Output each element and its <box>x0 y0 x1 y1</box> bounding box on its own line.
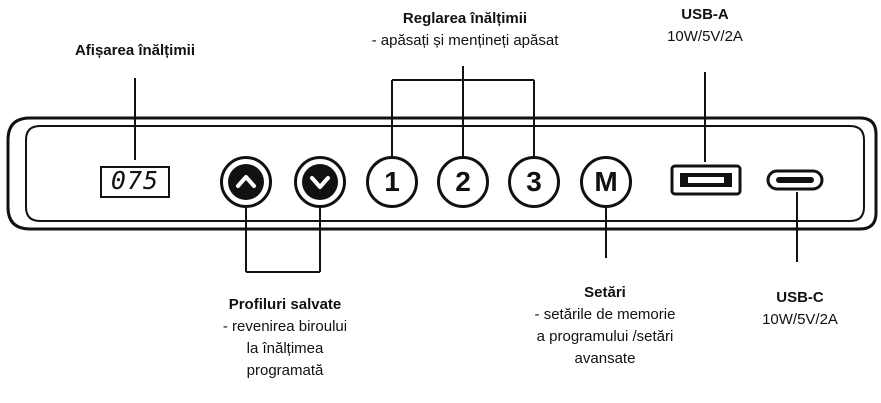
label-height-display-title: Afișarea înălțimii <box>74 42 196 59</box>
up-arrow-icon <box>228 164 264 200</box>
label-saved-profiles-line3: programată <box>246 362 324 379</box>
down-button[interactable] <box>294 156 346 208</box>
label-height-adjust: Reglarea înălțimii - apăsați și mențineț… <box>320 8 610 52</box>
label-usb-c-spec: 10W/5V/2A <box>762 311 838 328</box>
label-usb-c: USB-C 10W/5V/2A <box>740 287 860 331</box>
label-usb-a: USB-A 10W/5V/2A <box>640 4 770 48</box>
memory-button[interactable]: M <box>580 156 632 208</box>
label-height-adjust-title: Reglarea înălțimii <box>402 10 528 27</box>
label-settings-line3: avansate <box>574 350 636 367</box>
preset-1-button[interactable]: 1 <box>366 156 418 208</box>
label-settings-line1: - setările de memorie <box>534 306 676 323</box>
down-arrow-icon <box>302 164 338 200</box>
preset-2-button[interactable]: 2 <box>437 156 489 208</box>
label-saved-profiles: Profiluri salvate - revenirea biroului l… <box>170 294 400 382</box>
usb-a-port-icon <box>670 164 742 196</box>
panel-outer-outline <box>6 116 878 231</box>
up-button[interactable] <box>220 156 272 208</box>
label-settings-line2: a programului /setări <box>536 328 674 345</box>
label-settings: Setări - setările de memorie a programul… <box>490 282 720 370</box>
label-saved-profiles-line2: la înălțimea <box>246 340 324 357</box>
height-display-screen: 075 <box>100 166 170 198</box>
label-saved-profiles-line1: - revenirea biroului <box>222 318 348 335</box>
label-usb-c-title: USB-C <box>776 289 824 306</box>
label-saved-profiles-title: Profiluri salvate <box>228 296 342 313</box>
panel-inner-outline <box>25 125 865 222</box>
usb-c-port-icon <box>766 169 824 191</box>
label-usb-a-title: USB-A <box>681 6 729 23</box>
label-height-display: Afișarea înălțimii <box>20 40 250 62</box>
label-height-adjust-desc: - apăsați și mențineți apăsat <box>371 32 559 49</box>
connector-saved-profiles <box>245 204 321 273</box>
preset-3-button[interactable]: 3 <box>508 156 560 208</box>
connector-height-adjust <box>391 66 535 157</box>
label-usb-a-spec: 10W/5V/2A <box>667 28 743 45</box>
label-settings-title: Setări <box>584 284 626 301</box>
